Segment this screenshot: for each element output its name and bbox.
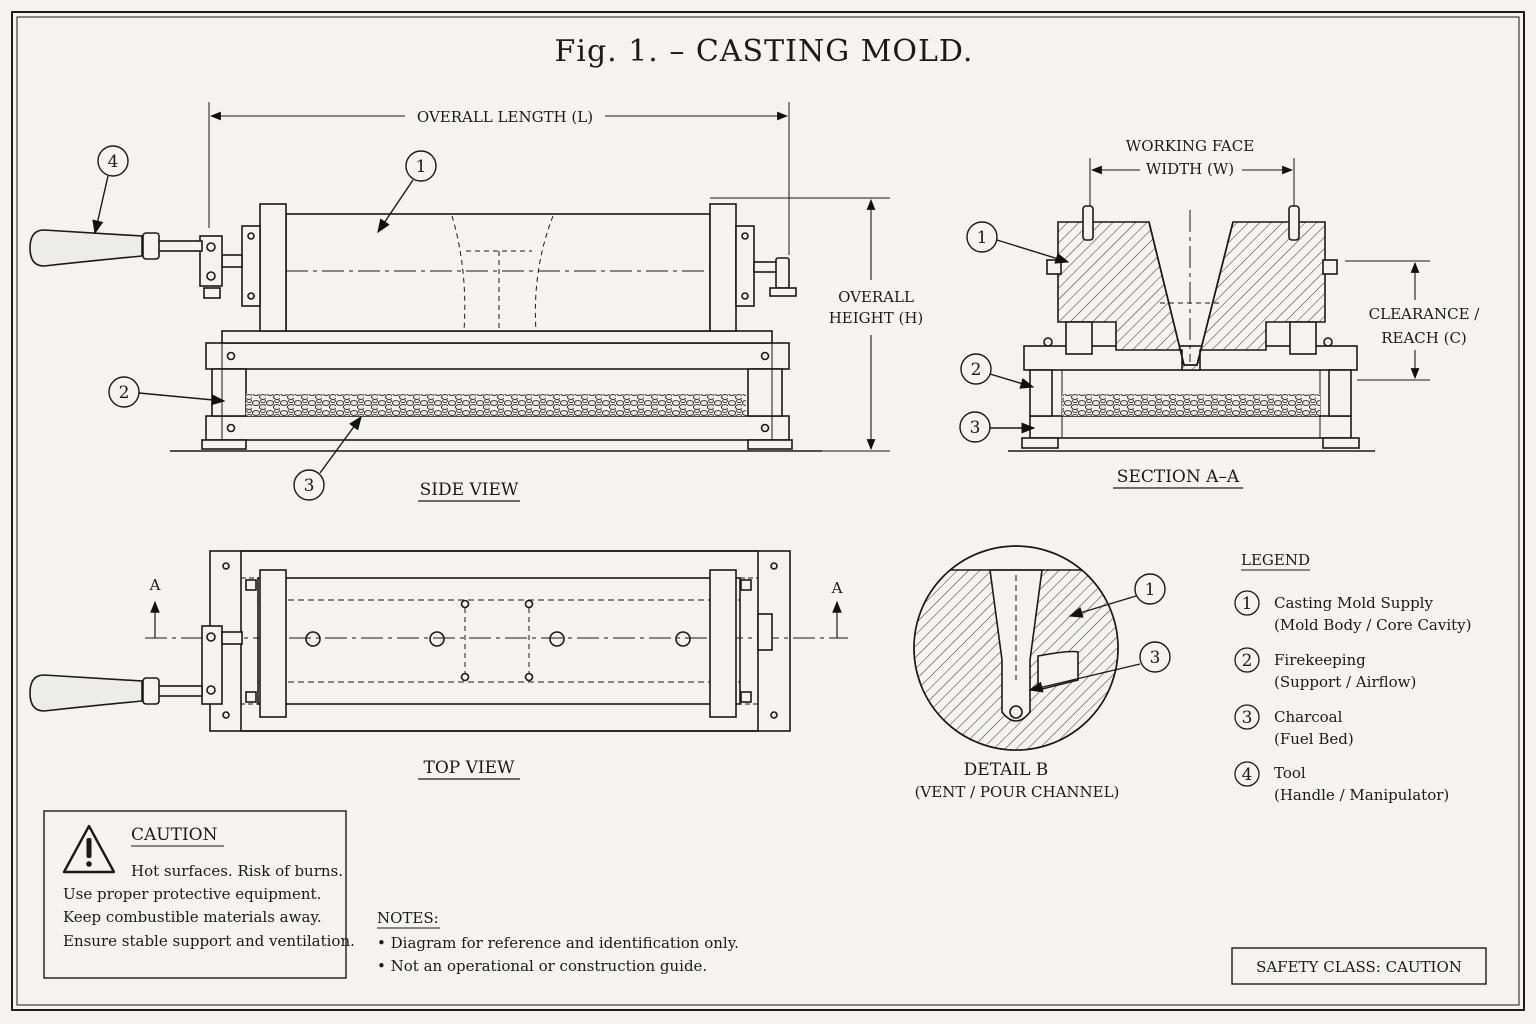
callout-3-side: 3: [304, 476, 315, 496]
svg-text:4: 4: [1242, 765, 1253, 785]
svg-text:(Support / Airflow): (Support / Airflow): [1274, 673, 1416, 691]
callout-1-detail: 1: [1145, 580, 1156, 600]
detail-b: [913, 545, 1119, 751]
top-view-label: TOP VIEW: [424, 758, 516, 778]
detail-label: DETAIL B: [964, 760, 1049, 780]
overall-length-label: OVERALL LENGTH (L): [417, 108, 593, 126]
callout-2-side: 2: [119, 383, 130, 403]
section-view-label: SECTION A–A: [1117, 467, 1240, 487]
svg-text:1: 1: [1242, 594, 1253, 614]
overall-height-label-2: HEIGHT (H): [829, 309, 924, 327]
svg-text:(Fuel Bed): (Fuel Bed): [1274, 730, 1354, 748]
detail-callouts: [1028, 573, 1171, 693]
side-view-label: SIDE VIEW: [420, 480, 519, 500]
svg-text:Tool: Tool: [1274, 764, 1306, 782]
callout-1-section: 1: [977, 228, 988, 248]
caution-line: Keep combustible materials away.: [63, 908, 322, 926]
svg-text:Casting Mold Supply: Casting Mold Supply: [1274, 594, 1433, 612]
section-mark-right: A: [831, 579, 843, 597]
callout-3-section: 3: [970, 418, 981, 438]
safety-class-label: SAFETY CLASS: CAUTION: [1256, 958, 1462, 976]
legend-item: 4 Tool (Handle / Manipulator): [1234, 761, 1449, 804]
section-callouts: [959, 221, 1070, 443]
caution-line: Ensure stable support and ventilation.: [63, 932, 355, 950]
overall-height-label-1: OVERALL: [838, 288, 914, 306]
svg-text:Charcoal: Charcoal: [1274, 708, 1343, 726]
caution-line: Use proper protective equipment.: [63, 885, 321, 903]
outer-border: [11, 11, 1525, 1011]
svg-text:(Mold Body / Core Cavity): (Mold Body / Core Cavity): [1274, 616, 1472, 634]
section-a-a: [1008, 158, 1430, 452]
inner-border: [16, 16, 1520, 1006]
figure-title: Fig. 1. – CASTING MOLD.: [555, 34, 974, 69]
side-view: [29, 102, 890, 452]
svg-text:Firekeeping: Firekeeping: [1274, 651, 1366, 669]
detail-sublabel: (VENT / POUR CHANNEL): [915, 783, 1120, 801]
top-view: [29, 550, 848, 732]
safety-class-box: [1231, 947, 1487, 985]
callout-1-side: 1: [416, 157, 427, 177]
caution-heading: CAUTION: [131, 825, 218, 845]
working-face-label-1: WORKING FACE: [1126, 137, 1254, 155]
clearance-label-2: REACH (C): [1381, 329, 1467, 347]
side-view-callouts: [92, 145, 437, 501]
warning-triangle-icon: [62, 824, 116, 874]
notes-heading: NOTES:: [377, 909, 439, 927]
section-mark-left: A: [149, 576, 161, 594]
clearance-label-1: CLEARANCE /: [1369, 305, 1481, 323]
working-face-label-2: WIDTH (W): [1146, 160, 1234, 178]
svg-text:2: 2: [1242, 651, 1253, 671]
svg-text:(Handle / Manipulator): (Handle / Manipulator): [1274, 786, 1449, 804]
legend-item: 2 Firekeeping (Support / Airflow): [1234, 647, 1416, 691]
caution-line: Hot surfaces. Risk of burns.: [131, 862, 343, 880]
note-item: • Diagram for reference and identificati…: [377, 934, 739, 952]
callout-4-side: 4: [108, 152, 119, 172]
legend-item: 1 Casting Mold Supply (Mold Body / Core …: [1234, 590, 1472, 634]
svg-text:3: 3: [1242, 708, 1253, 728]
caution-box: [43, 810, 347, 979]
legend-item: 3 Charcoal (Fuel Bed): [1234, 704, 1354, 748]
legend-heading: LEGEND: [1241, 551, 1310, 569]
callout-2-section: 2: [971, 360, 982, 380]
note-item: • Not an operational or construction gui…: [377, 957, 707, 975]
callout-3-detail: 3: [1150, 648, 1161, 668]
